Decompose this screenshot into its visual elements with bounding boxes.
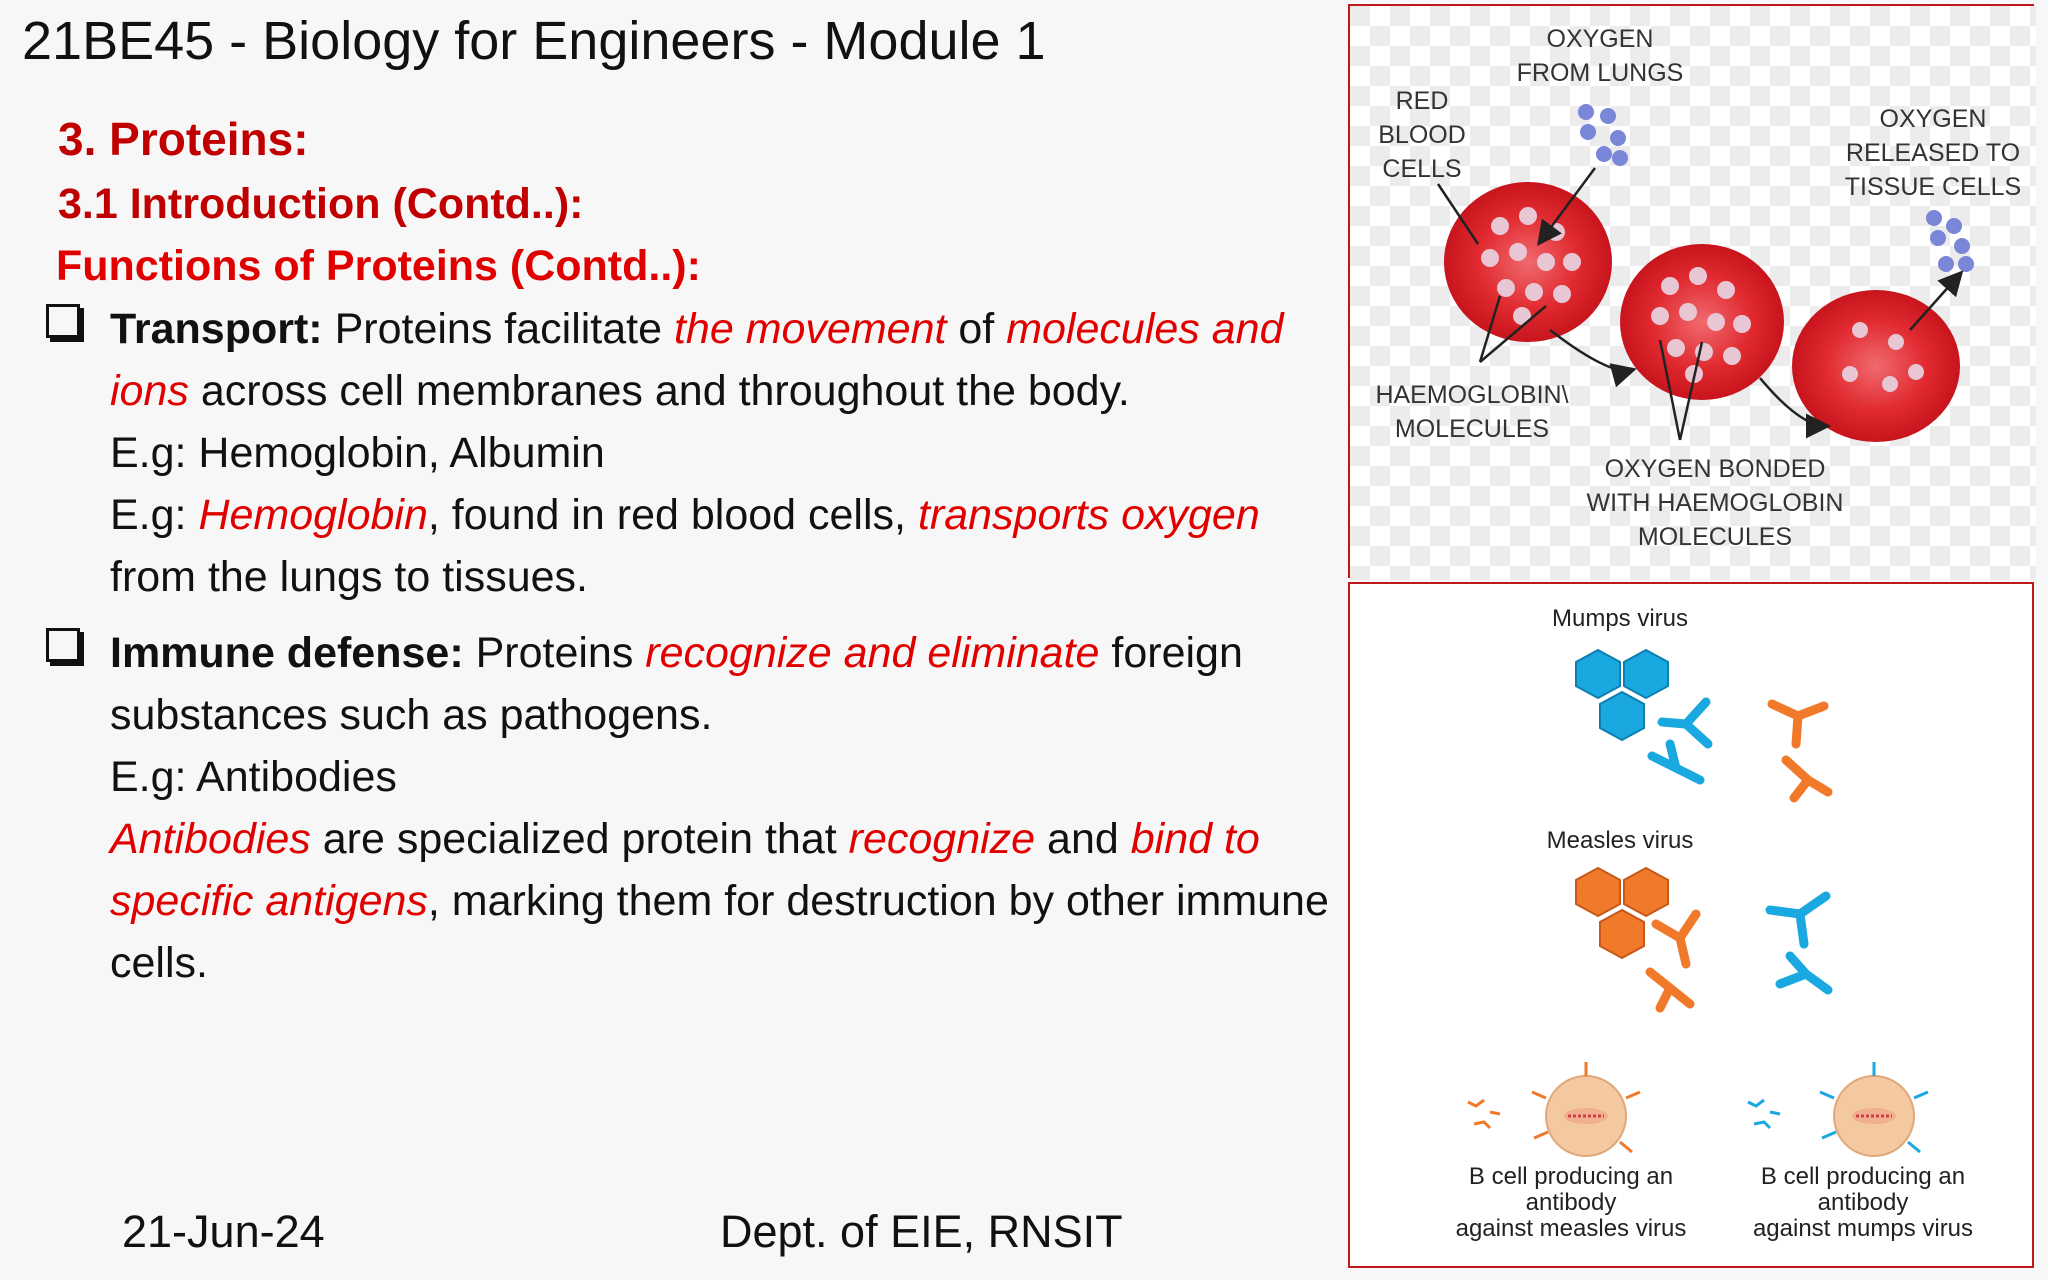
oxygen-from-lungs-label: OXYGEN FROM LUNGS bbox=[1516, 25, 1684, 87]
oxygen-molecules-icon bbox=[1578, 104, 1974, 272]
transport-description: Transport: Proteins facilitate the movem… bbox=[110, 305, 1284, 415]
haemoglobin-molecules-label: HAEMOGLOBIN\ MOLECULES bbox=[1375, 381, 1569, 443]
immune-example: E.g: Antibodies bbox=[110, 753, 397, 801]
measles-virus-icon bbox=[1575, 866, 1669, 960]
transport-example-1: E.g: Hemoglobin, Albumin bbox=[110, 429, 605, 477]
b-cell-measles-label: B cell producing an antibody against mea… bbox=[1455, 1163, 1687, 1242]
immune-bullet: Immune defense: Proteins recognize and e… bbox=[46, 622, 1336, 994]
mumps-virus-icon bbox=[1575, 648, 1669, 742]
red-blood-cells-label: RED BLOOD CELLS bbox=[1378, 87, 1466, 183]
footer-department: Dept. of EIE, RNSIT bbox=[720, 1206, 1123, 1257]
transport-bullet: Transport: Proteins facilitate the movem… bbox=[46, 298, 1336, 608]
checkbox-bullet-icon bbox=[46, 304, 80, 338]
oxygen-bonded-label: OXYGEN BONDED WITH HAEMOGLOBIN MOLECULES bbox=[1586, 455, 1844, 551]
transport-example-2: E.g: Hemoglobin, found in red blood cell… bbox=[110, 491, 1260, 601]
subsection-heading: 3.1 Introduction (Contd..): bbox=[58, 180, 584, 228]
antibody-description: Antibodies are specialized protein that … bbox=[110, 815, 1329, 987]
red-blood-cell-icon bbox=[1444, 182, 1960, 442]
section-heading: 3. Proteins: bbox=[58, 113, 309, 165]
oxygen-released-label: OXYGEN RELEASED TO TISSUE CELLS bbox=[1844, 105, 2022, 201]
checkbox-bullet-icon bbox=[46, 628, 80, 662]
mumps-virus-label: Mumps virus bbox=[1551, 605, 1689, 632]
b-cell-measles-icon bbox=[1467, 1062, 1641, 1157]
functions-heading: Functions of Proteins (Contd..): bbox=[56, 242, 701, 290]
b-cell-mumps-icon bbox=[1747, 1062, 1929, 1157]
measles-virus-label: Measles virus bbox=[1546, 827, 1694, 854]
antibody-figure: Mumps virus Measles virus B cell produci… bbox=[1348, 582, 2034, 1268]
footer-date: 21-Jun-24 bbox=[122, 1206, 325, 1257]
immune-description: Immune defense: Proteins recognize and e… bbox=[110, 629, 1243, 739]
slide-title: 21BE45 - Biology for Engineers - Module … bbox=[22, 11, 1046, 71]
b-cell-mumps-label: B cell producing an antibody against mum… bbox=[1752, 1163, 1974, 1242]
oxygen-transport-figure: OXYGEN FROM LUNGS RED BLOOD CELLS OXYGEN… bbox=[1348, 4, 2036, 580]
mumps-antibody-icon bbox=[1647, 697, 1833, 995]
measles-antibody-icon bbox=[1645, 699, 1833, 1013]
